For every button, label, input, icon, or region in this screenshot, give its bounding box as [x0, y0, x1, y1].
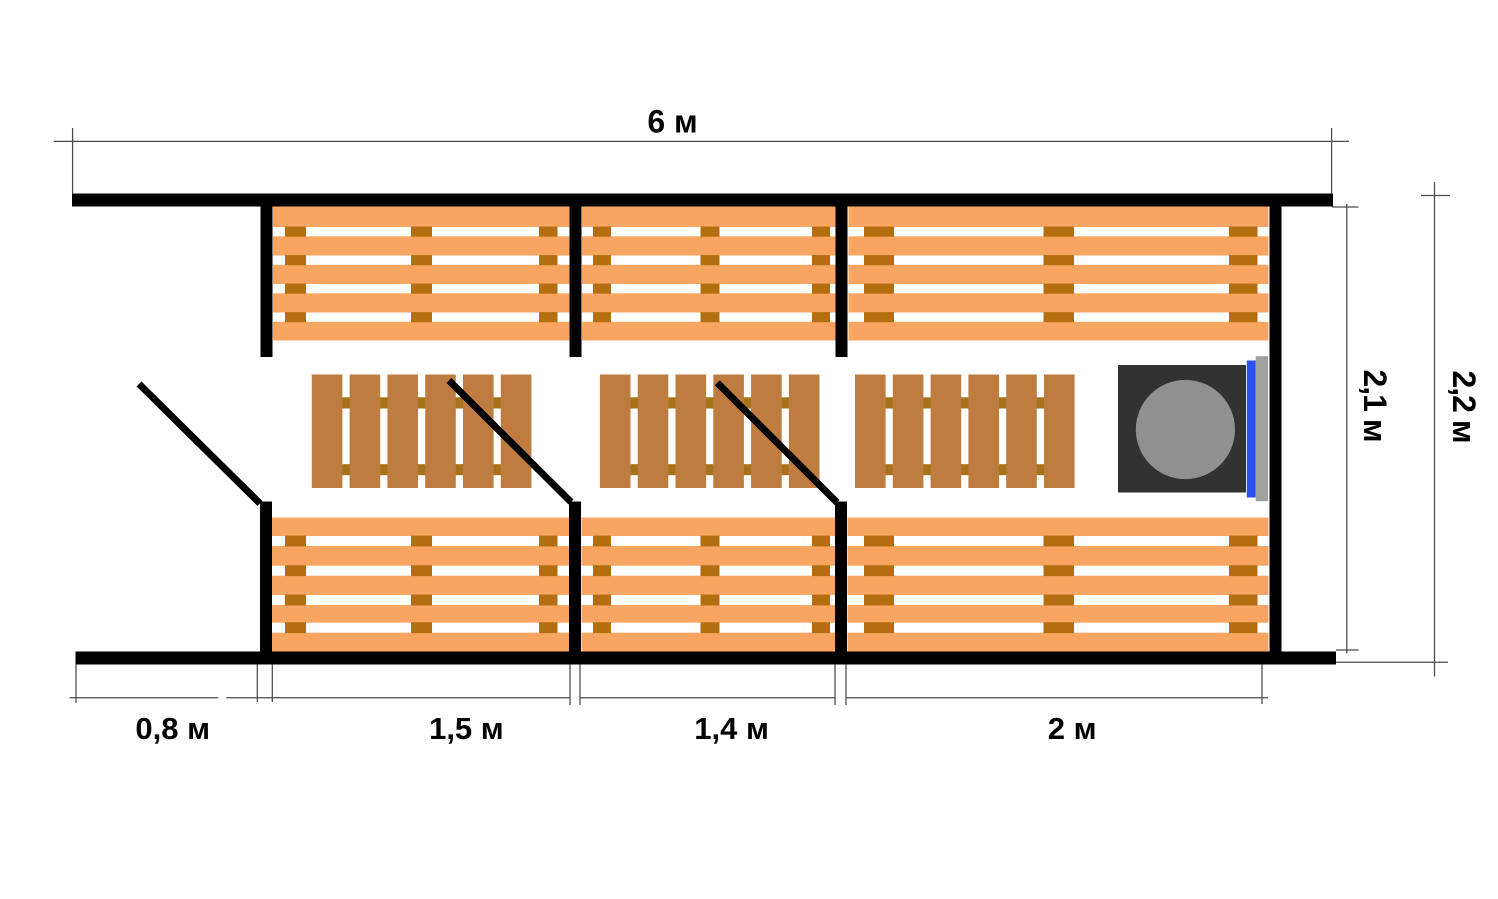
svg-text:1,5 м: 1,5 м [429, 711, 504, 746]
svg-text:2,1 м: 2,1 м [1357, 369, 1393, 441]
svg-text:0,8 м: 0,8 м [135, 711, 210, 746]
svg-text:2,2 м: 2,2 м [1446, 370, 1482, 442]
svg-text:2 м: 2 м [1048, 711, 1097, 746]
svg-text:1,4 м: 1,4 м [694, 711, 769, 746]
svg-text:6 м: 6 м [647, 104, 697, 140]
